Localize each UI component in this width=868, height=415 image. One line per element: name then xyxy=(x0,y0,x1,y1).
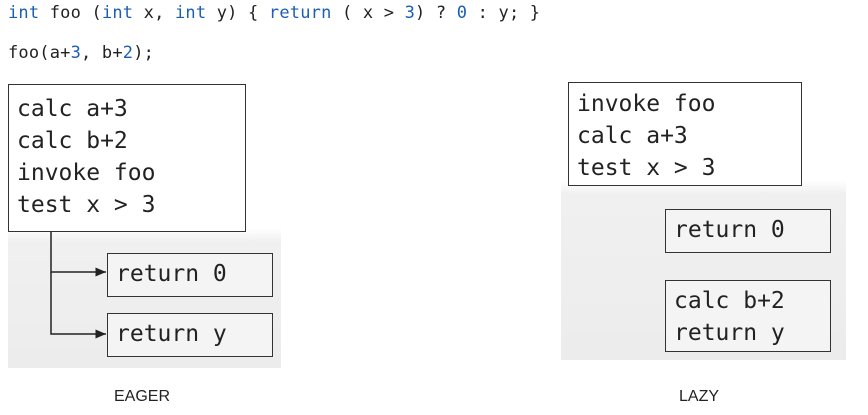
code-text: ( x > xyxy=(331,3,405,23)
step: test x > 3 xyxy=(577,155,716,181)
number-literal: 3 xyxy=(404,3,416,23)
step: return y xyxy=(674,320,785,346)
step: invoke foo xyxy=(577,91,716,117)
number-literal: 0 xyxy=(456,3,468,23)
step: return y xyxy=(116,321,227,347)
code-text: foo(a+ xyxy=(8,43,71,63)
step: return 0 xyxy=(674,217,785,243)
eager-arrow-2 xyxy=(50,272,106,339)
lazy-main-box: invoke foo calc a+3 test x > 3 xyxy=(568,82,802,186)
code-text: x, xyxy=(133,3,175,23)
number-literal: 2 xyxy=(122,43,134,63)
eager-caption: EAGER xyxy=(114,388,171,405)
step: calc a+3 xyxy=(577,123,688,149)
step: test x > 3 xyxy=(17,192,156,218)
lazy-branch-return-0: return 0 xyxy=(665,209,831,253)
code-text: foo xyxy=(39,3,92,23)
step: calc a+3 xyxy=(17,96,128,122)
step: invoke foo xyxy=(17,160,156,186)
eager-main-box: calc a+3 calc b+2 invoke foo test x > 3 xyxy=(8,84,246,232)
keyword: int xyxy=(101,3,134,23)
eager-arrow-1 xyxy=(50,231,106,277)
lazy-caption: LAZY xyxy=(679,388,720,405)
keyword: return xyxy=(268,3,332,23)
code-line-function: int foo (int x, int y) { return ( x > 3)… xyxy=(8,3,540,23)
eager-branch-return-0: return 0 xyxy=(107,253,273,297)
code-text: : y; } xyxy=(467,3,541,23)
code-text: ( xyxy=(91,3,102,23)
code-text: y) { xyxy=(206,3,269,23)
keyword: int xyxy=(175,3,207,23)
keyword: int xyxy=(8,3,40,23)
code-text: ) ? xyxy=(415,3,457,23)
lazy-branch-calc-return: calc b+2 return y xyxy=(665,280,831,352)
code-line-call: foo(a+3, b+2); xyxy=(8,43,154,63)
step: return 0 xyxy=(116,261,227,287)
code-text: ); xyxy=(133,43,155,63)
step: calc b+2 xyxy=(17,128,128,154)
eager-branch-return-y: return y xyxy=(107,313,273,357)
step: calc b+2 xyxy=(674,288,785,314)
code-text: , b+ xyxy=(81,43,123,63)
number-literal: 3 xyxy=(70,43,82,63)
